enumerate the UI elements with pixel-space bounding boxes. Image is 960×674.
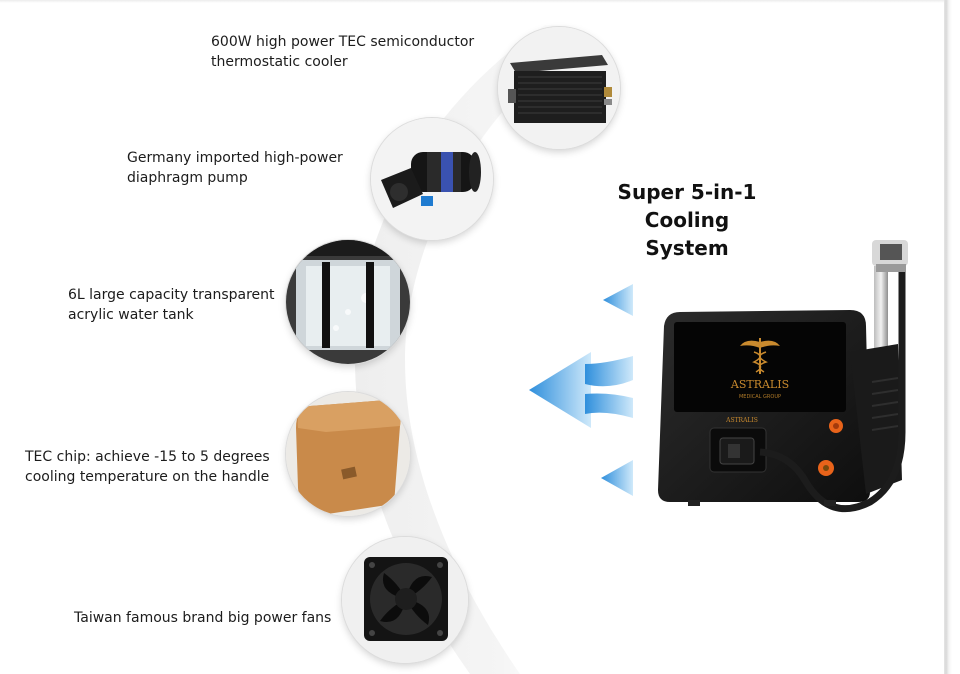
feature-label-diaphragm-pump: Germany imported high-power diaphragm pu… [127,150,343,186]
feature-label-fans: Taiwan famous brand big power fans [74,610,332,626]
arrow-large-icon [529,352,633,428]
tec-cooler-icon [498,27,620,149]
right-frame-edge [944,0,960,674]
water-tank-icon [286,240,410,364]
arrow-lower-icon [601,460,633,496]
caduceus-logo-icon [740,338,780,374]
cooling-airflow-arrows [529,284,633,496]
fan-icon [342,537,468,663]
screen-subtitle-text: MEDICAL GROUP [739,394,781,400]
feature-label-water-tank: 6L large capacity transparent acrylic wa… [68,287,275,323]
panel-brand-text: ASTRALIS [725,417,758,424]
top-frame-edge [0,0,944,3]
diaphragm-pump-icon [371,118,493,240]
screen-brand-text: ASTRALIS [730,378,789,391]
headline-title: Super 5-in-1 Cooling System [617,180,757,260]
laser-device-image: ASTRALIS MEDICAL GROUP ASTRALIS [658,240,908,513]
arrow-upper-icon [603,284,633,316]
tec-chip-icon [286,392,410,516]
feature-label-tec-cooler: 600W high power TEC semiconductor thermo… [211,34,475,70]
feature-label-tec-chip: TEC chip: achieve -15 to 5 degrees cooli… [25,449,270,485]
